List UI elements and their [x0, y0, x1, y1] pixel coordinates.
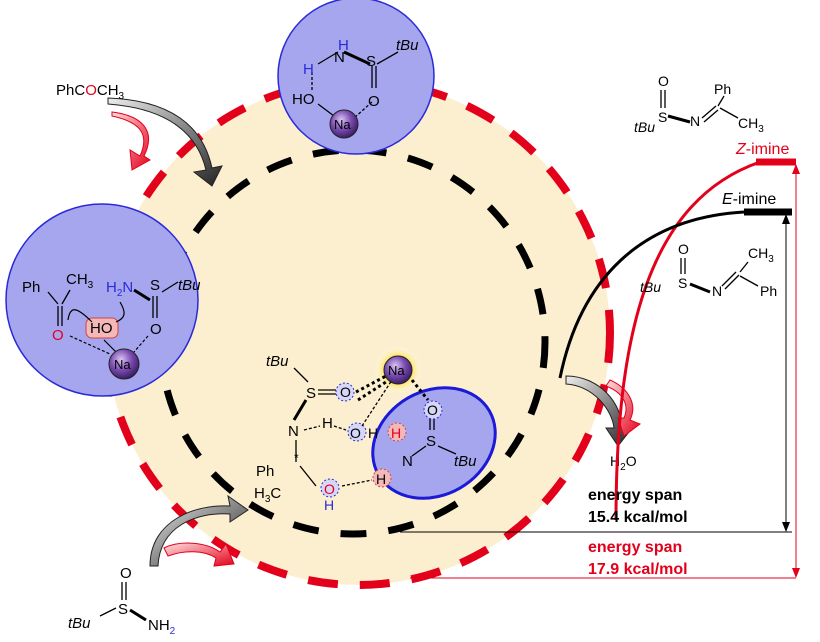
z-imine-label: Z-imine	[735, 141, 789, 158]
left-O-sulfinyl: O	[150, 321, 162, 338]
svg-text:N: N	[690, 113, 700, 129]
svg-text:Na: Na	[388, 363, 405, 378]
svg-text:tBu: tBu	[454, 453, 477, 470]
left-O-carbonyl: O	[52, 327, 64, 344]
left-S: S	[150, 277, 160, 294]
top-HO: HO	[292, 91, 315, 108]
left-H2N: H2N	[106, 279, 133, 299]
svg-text:S: S	[118, 601, 128, 618]
e-imine-label: E-imine	[722, 191, 776, 208]
top-complex: H N H S tBu HO O Na	[277, 0, 435, 155]
left-CH3: CH3	[66, 271, 94, 291]
left-complex: Ph CH3 O H2N S tBu O HO Na	[5, 203, 201, 397]
svg-text:Ph: Ph	[760, 283, 777, 299]
left-tBu: tBu	[178, 277, 201, 294]
left-HO: HO	[90, 320, 113, 337]
svg-text:H: H	[376, 471, 386, 487]
svg-text:tBu: tBu	[634, 119, 655, 135]
energy-span-red-label: energy span	[588, 539, 682, 556]
top-S: S	[366, 53, 376, 70]
transition-state: Na tBu S O N H O H H * Ph H3C O H H N S …	[254, 346, 497, 513]
left-Ph: Ph	[22, 279, 40, 296]
svg-text:S: S	[426, 433, 436, 450]
svg-text:O: O	[120, 565, 132, 582]
energy-span-black-label: energy span	[588, 487, 682, 504]
top-N: N	[334, 49, 345, 66]
top-H-on-N: H	[338, 37, 349, 54]
svg-text:H: H	[391, 425, 401, 441]
top-Na: Na	[334, 117, 351, 132]
z-imine-structure: O S tBu N Ph CH3	[634, 73, 764, 135]
energy-span-red-value: 17.9 kcal/mol	[588, 561, 688, 578]
svg-text:NH2: NH2	[148, 617, 176, 637]
svg-text:*: *	[294, 451, 299, 465]
svg-text:O: O	[658, 73, 669, 89]
svg-text:Ph: Ph	[714, 81, 731, 97]
ketone-entry-arrow	[107, 97, 223, 187]
top-O2: O	[368, 93, 380, 110]
svg-text:H3C: H3C	[254, 485, 281, 505]
sulfinamide-entry-arrow	[149, 494, 249, 567]
svg-text:N: N	[288, 423, 299, 440]
svg-text:N: N	[402, 453, 413, 470]
svg-text:tBu: tBu	[266, 353, 289, 370]
svg-text:H: H	[324, 497, 334, 513]
water-red-arrow	[605, 379, 642, 437]
top-H-on-O: H	[303, 61, 314, 78]
reagent-sulfinamide: O S tBu NH2	[68, 565, 176, 637]
svg-text:S: S	[658, 109, 667, 125]
svg-text:CH3: CH3	[748, 245, 774, 265]
svg-text:H: H	[368, 425, 378, 441]
water-label: H2O	[610, 453, 637, 473]
svg-text:O: O	[350, 425, 361, 441]
e-imine-structure: O S tBu N CH3 Ph	[640, 241, 777, 299]
svg-text:O: O	[427, 402, 438, 418]
energy-profile	[400, 158, 800, 579]
ketone-red-arrow	[111, 111, 151, 171]
reagent-ketone: PhCOCH3	[56, 82, 125, 102]
inner-cycle-circle	[157, 146, 549, 538]
svg-text:CH3: CH3	[738, 115, 764, 135]
svg-text:O: O	[324, 481, 335, 497]
svg-text:S: S	[678, 275, 687, 291]
svg-text:tBu: tBu	[640, 279, 661, 295]
svg-text:O: O	[678, 241, 689, 257]
left-Na: Na	[114, 357, 131, 372]
svg-text:tBu: tBu	[68, 615, 91, 632]
svg-text:S: S	[306, 385, 316, 402]
top-tBu: tBu	[396, 37, 419, 54]
svg-text:N: N	[712, 283, 722, 299]
sulfinamide-red-arrow	[163, 542, 235, 567]
svg-text:Ph: Ph	[256, 463, 274, 480]
energy-span-black-value: 15.4 kcal/mol	[588, 509, 688, 526]
svg-text:O: O	[340, 384, 351, 400]
svg-text:H: H	[322, 415, 333, 432]
